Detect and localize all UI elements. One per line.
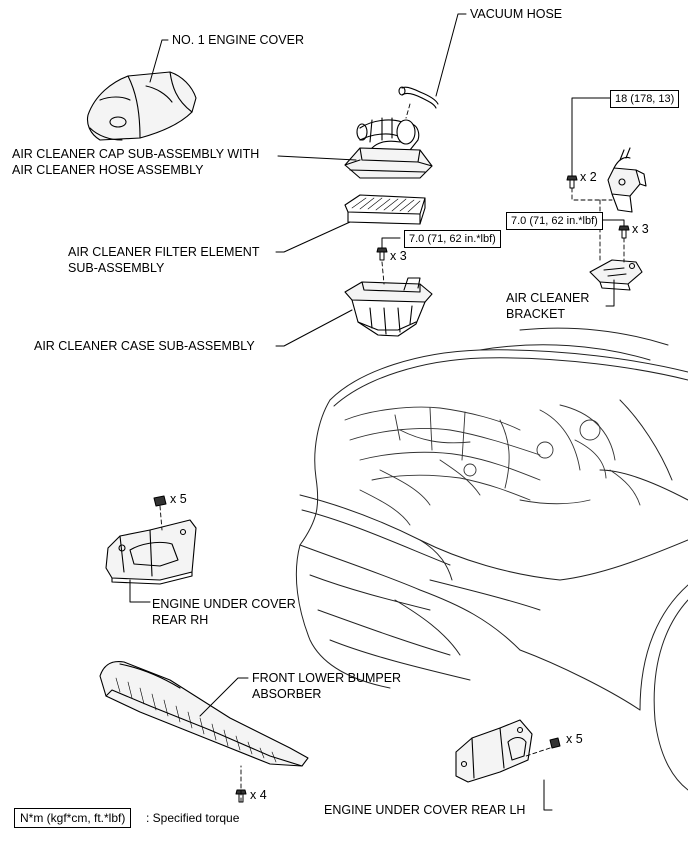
label-bracket-line1: AIR CLEANER — [506, 291, 590, 305]
torque-box-case-bolts: 7.0 (71, 62 in.*lbf) — [404, 230, 501, 248]
under-cover-lh-drawing — [455, 719, 533, 783]
vehicle-outline — [295, 327, 688, 791]
label-air-cleaner-cap-line1: AIR CLEANER CAP SUB-ASSEMBLY WITH — [12, 147, 260, 161]
qty-bracket-upper: x 2 — [580, 170, 597, 184]
torque-box-bracket-upper: 18 (178, 13) — [610, 90, 680, 108]
label-vacuum-hose: VACUUM HOSE — [470, 7, 563, 21]
engine-cover-drawing — [86, 71, 197, 141]
label-under-cover-rh-line2: REAR RH — [152, 613, 209, 627]
air-cleaner-cap-drawing — [344, 117, 433, 179]
label-filter-element-line2: SUB-ASSEMBLY — [68, 261, 165, 275]
under-cover-rh-drawing — [105, 519, 197, 585]
legend-unit-box: N*m (kgf*cm, ft.*lbf) — [14, 808, 132, 828]
filter-element-drawing — [344, 194, 426, 225]
legend-unit-text: : Specified torque — [146, 811, 240, 825]
label-bracket-line2: BRACKET — [506, 307, 566, 321]
bumper-absorber-drawing — [99, 660, 309, 767]
label-case-sub-assembly: AIR CLEANER CASE SUB-ASSEMBLY — [34, 339, 255, 353]
qty-lh-cover-clips: x 5 — [566, 732, 583, 746]
qty-bracket-lower: x 3 — [632, 222, 649, 236]
label-air-cleaner-cap-line2: AIR CLEANER HOSE ASSEMBLY — [12, 163, 204, 177]
label-engine-cover: NO. 1 ENGINE COVER — [172, 33, 304, 47]
case-drawing — [344, 277, 433, 337]
label-under-cover-rh-line1: ENGINE UNDER COVER — [152, 597, 296, 611]
leader-lines — [129, 13, 625, 811]
bracket-upper-drawing — [607, 147, 647, 213]
qty-rh-cover-clips: x 5 — [170, 492, 187, 506]
label-filter-element-line1: AIR CLEANER FILTER ELEMENT — [68, 245, 260, 259]
qty-case-bolts: x 3 — [390, 249, 407, 263]
assembly-lines — [159, 103, 625, 803]
qty-bumper-bolts: x 4 — [250, 788, 267, 802]
torque-box-bracket-lower: 7.0 (71, 62 in.*lbf) — [506, 212, 603, 230]
bracket-lower-drawing — [589, 259, 643, 291]
vacuum-hose-drawing — [398, 86, 439, 109]
label-under-cover-lh: ENGINE UNDER COVER REAR LH — [324, 803, 526, 817]
label-bumper-absorber-line2: ABSORBER — [252, 687, 322, 701]
label-bumper-absorber-line1: FRONT LOWER BUMPER — [252, 671, 402, 685]
bolts — [153, 175, 630, 803]
engine-bay — [344, 404, 641, 526]
